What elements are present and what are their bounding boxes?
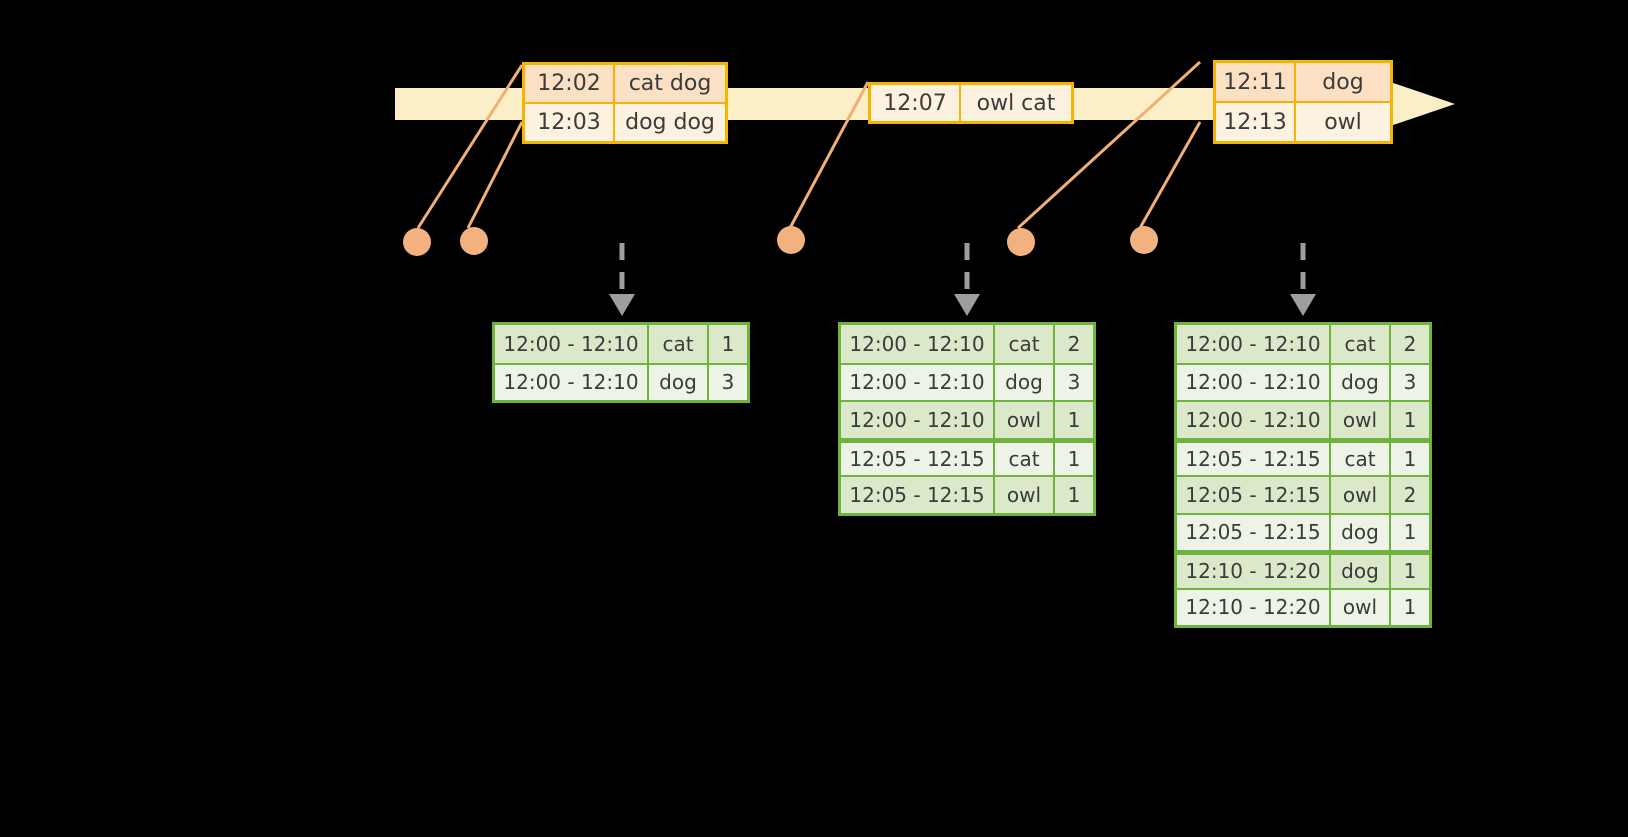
cell-count: 2 [1403,331,1417,356]
cell-count: 3 [721,370,735,395]
cell-key: dog [995,364,1055,400]
cell-window: 12:05 - 12:15 [1177,514,1331,550]
event-box-2[interactable]: 12:07 owl cat [868,82,1074,124]
cell-window: 12:10 - 12:20 [1177,589,1331,625]
cell-window: 12:00 - 12:10 [495,325,649,363]
cell-count: 1 [1067,482,1081,507]
event-dot-1 [403,228,431,256]
event-row[interactable]: 12:02 cat dog [525,65,725,102]
cell-key: owl [1331,477,1391,513]
emit-arrowheads [609,294,1316,316]
cell-window: 12:05 - 12:15 [841,442,995,475]
cell-key: owl [995,402,1055,438]
event-value: owl cat [976,90,1056,116]
event-box-3[interactable]: 12:11 dog 12:13 owl [1213,60,1393,144]
event-value: cat dog [628,71,712,96]
cell-key: owl [995,477,1055,513]
event-value: owl [1324,109,1362,135]
cell-key: cat [995,325,1055,363]
event-row[interactable]: 12:13 owl [1216,101,1390,141]
cell-count: 2 [1067,331,1081,356]
cell-count: 3 [1403,370,1417,395]
cell-count: 1 [1403,446,1417,471]
cell-count: 1 [721,331,735,356]
cell-count: 1 [1403,559,1417,584]
cell-count: 1 [1403,520,1417,545]
cell-window: 12:10 - 12:20 [1177,555,1331,588]
event-dots [403,226,1158,256]
cell-window: 12:00 - 12:10 [1177,325,1331,363]
event-dot-3 [777,226,805,254]
cell-count: 1 [1403,595,1417,620]
cell-window: 12:00 - 12:10 [495,364,649,400]
cell-count: 2 [1403,482,1417,507]
event-time: 12:02 [525,65,615,102]
event-time: 12:03 [525,104,615,141]
event-dot-2 [460,227,488,255]
event-value: dog [1322,69,1364,95]
cell-key: cat [1331,442,1391,475]
cell-window: 12:00 - 12:10 [841,325,995,363]
cell-key: dog [1331,514,1391,550]
cell-key: dog [1331,555,1391,588]
cell-window: 12:05 - 12:15 [1177,442,1331,475]
event-box-1[interactable]: 12:02 cat dog 12:03 dog dog [522,62,728,144]
cell-key: owl [1331,402,1391,438]
cell-key: cat [649,325,709,363]
cell-window: 12:00 - 12:10 [841,402,995,438]
event-time: 12:07 [871,85,961,121]
cell-count: 3 [1067,370,1081,395]
cell-window: 12:00 - 12:10 [841,364,995,400]
cell-key: owl [1331,589,1391,625]
cell-window: 12:00 - 12:10 [1177,402,1331,438]
cell-key: cat [1331,325,1391,363]
event-row[interactable]: 12:07 owl cat [871,85,1071,121]
event-value: dog dog [625,110,715,135]
cell-count: 1 [1067,407,1081,432]
cell-key: dog [1331,364,1391,400]
event-row[interactable]: 12:03 dog dog [525,102,725,141]
cell-count: 1 [1067,446,1081,471]
cell-window: 12:05 - 12:15 [841,477,995,513]
cell-key: cat [995,442,1055,475]
cell-window: 12:00 - 12:10 [1177,364,1331,400]
cell-window: 12:05 - 12:15 [1177,477,1331,513]
event-dot-5 [1130,226,1158,254]
event-time: 12:13 [1216,103,1296,141]
emit-arrows [619,243,1306,296]
cell-count: 1 [1403,407,1417,432]
event-dot-4 [1007,228,1035,256]
event-row[interactable]: 12:11 dog [1216,63,1390,101]
cell-key: dog [649,364,709,400]
event-time: 12:11 [1216,63,1296,101]
